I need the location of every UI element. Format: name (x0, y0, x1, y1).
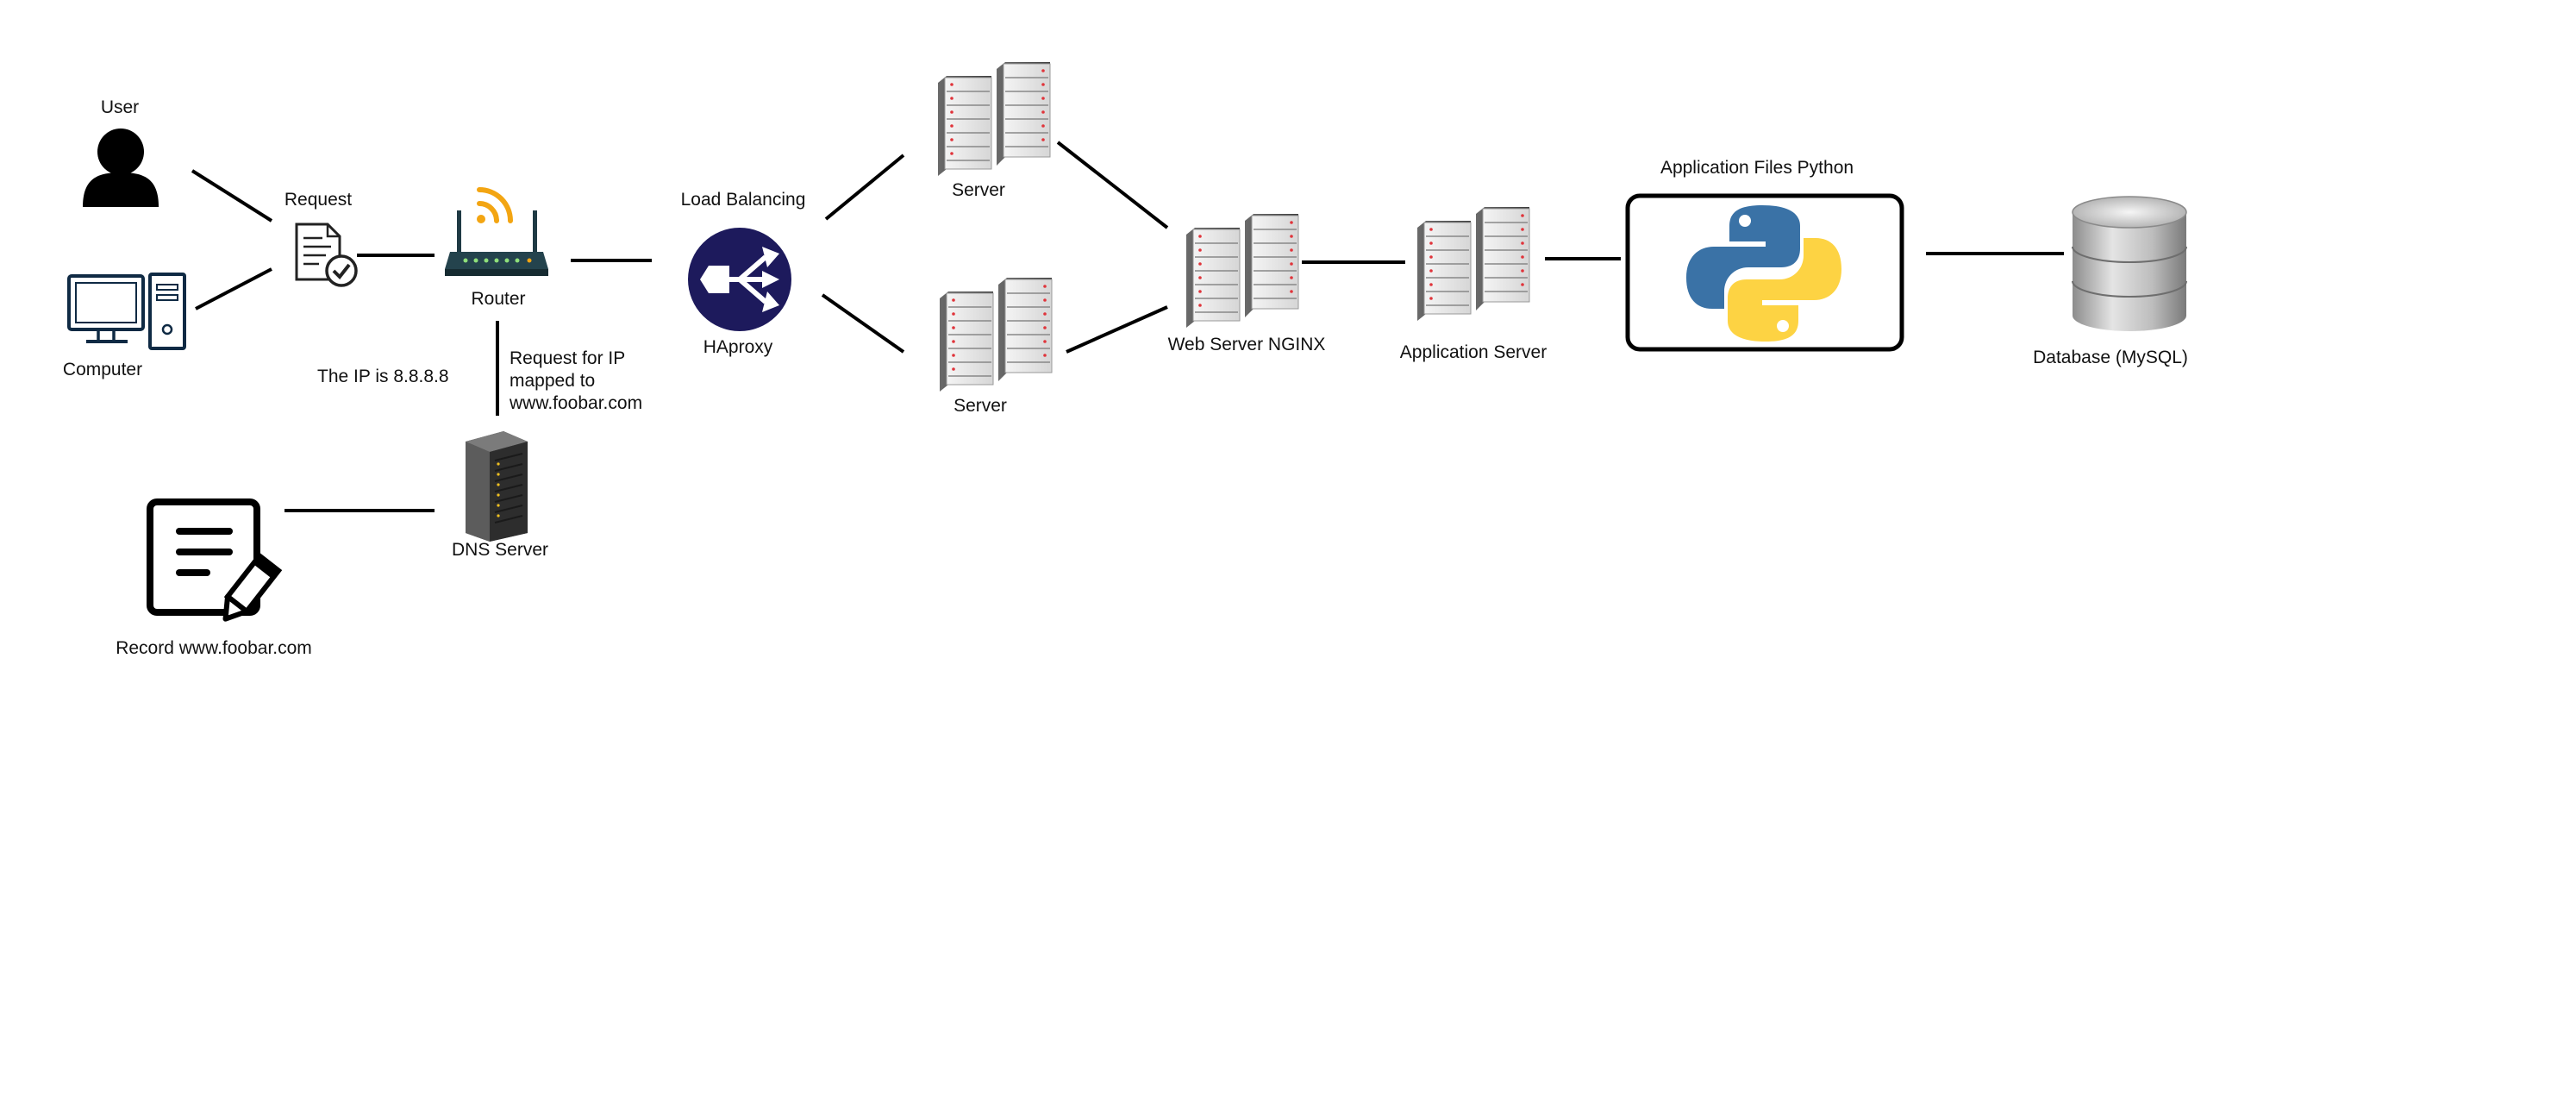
database-label: Database (MySQL) (2033, 348, 2188, 367)
ip-label: The IP is 8.8.8.8 (317, 367, 449, 386)
load-balancer-icon (688, 228, 791, 331)
line-haproxy-server-top (824, 154, 905, 221)
load-balancing-label: Load Balancing (680, 190, 806, 210)
server-bottom-label: Server (953, 396, 1007, 416)
document-edit-icon (147, 498, 283, 622)
server-rack-icon (939, 277, 1053, 392)
request-label: Request (284, 190, 353, 210)
server-rack-icon (1185, 213, 1299, 329)
document-check-icon (295, 223, 358, 287)
dns-request-line-1: Request for IP (510, 348, 626, 368)
server-rack-icon (1416, 206, 1530, 322)
line-computer-request (195, 267, 272, 310)
router-label: Router (471, 289, 526, 309)
wifi-router-icon (445, 187, 548, 276)
line-user-request (191, 169, 273, 223)
dns-request-label: Request for IP mapped to www.foobar.com (510, 348, 673, 415)
line-server-top-web (1056, 141, 1169, 229)
app-files-label: Application Files Python (1660, 158, 1854, 178)
record-label: Record www.foobar.com (116, 638, 312, 658)
line-server-bottom-web (1066, 305, 1168, 354)
desktop-computer-icon (67, 273, 186, 350)
python-files-box (1625, 193, 1904, 352)
line-haproxy-server-bottom (821, 293, 905, 354)
dns-request-line-2: mapped to (510, 371, 596, 391)
server-top-label: Server (952, 180, 1005, 200)
computer-label: Computer (62, 360, 143, 379)
database-icon (2072, 196, 2187, 331)
haproxy-label: HAproxy (703, 337, 773, 357)
connector-lines (191, 141, 2064, 512)
python-logo-icon (1686, 205, 1841, 342)
dns-request-line-3: www.foobar.com (510, 393, 643, 413)
person-icon (83, 129, 159, 207)
app-server-label: Application Server (1399, 342, 1547, 362)
user-label: User (100, 97, 140, 117)
server-tower-icon (466, 431, 528, 542)
web-server-label: Web Server NGINX (1167, 335, 1326, 354)
dns-server-label: DNS Server (451, 540, 549, 560)
server-rack-icon (937, 61, 1051, 177)
